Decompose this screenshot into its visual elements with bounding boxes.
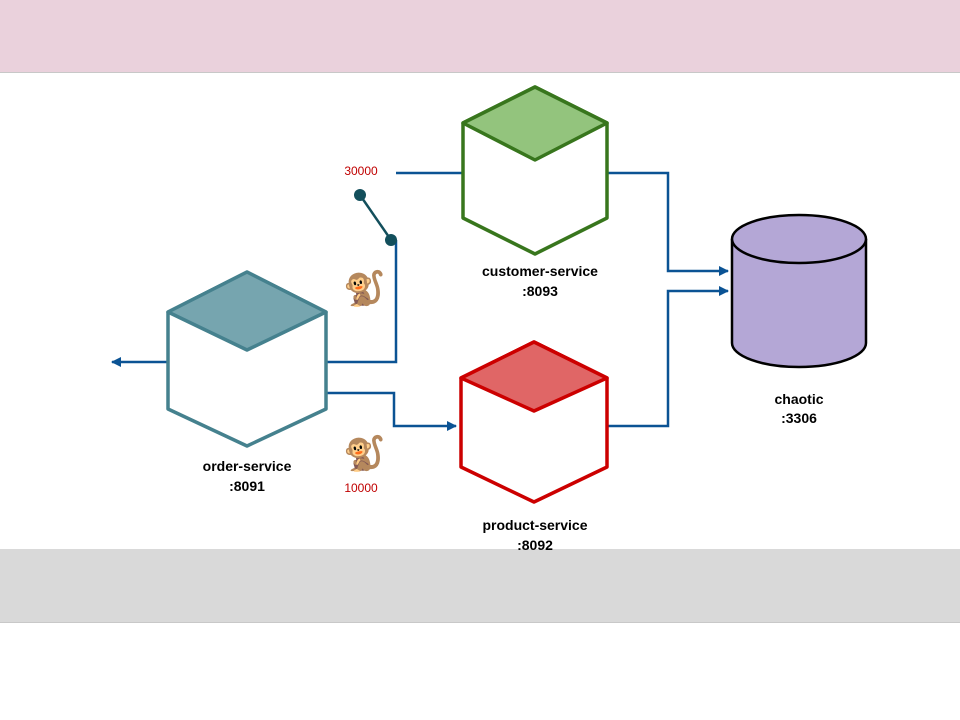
product-service-name: product-service: [482, 517, 587, 533]
customer-timeout-label: 30000: [344, 164, 378, 178]
order-to-product-connector: [326, 391, 457, 431]
customer-to-db-connector: [607, 171, 729, 276]
order-service-port: :8091: [229, 478, 265, 494]
customer-service-name: customer-service: [482, 263, 598, 279]
customer-chaos-monkey-icon: 🐒: [343, 269, 385, 308]
customer-service-port: :8093: [522, 283, 558, 299]
product-service-cube-icon: [459, 340, 609, 504]
product-to-db-connector: [607, 286, 729, 428]
connectors: [111, 171, 729, 431]
top-band: [0, 0, 960, 73]
bottom-band: [0, 549, 960, 623]
order-to-customer-connector: [326, 240, 398, 364]
order-service-cube-icon: [166, 270, 328, 448]
product-chaos-monkey-icon: 🐒: [343, 434, 385, 473]
database-name: chaotic: [774, 391, 823, 407]
chaotic-database-cylinder-icon: [730, 213, 868, 369]
order-service-name: order-service: [203, 458, 292, 474]
customer-service-cube-icon: [461, 85, 609, 256]
product-service-port: :8092: [517, 537, 553, 553]
product-timeout-label: 10000: [344, 481, 378, 495]
circuit-breaker-switch-icon: [354, 189, 397, 246]
database-port: :3306: [781, 410, 817, 426]
